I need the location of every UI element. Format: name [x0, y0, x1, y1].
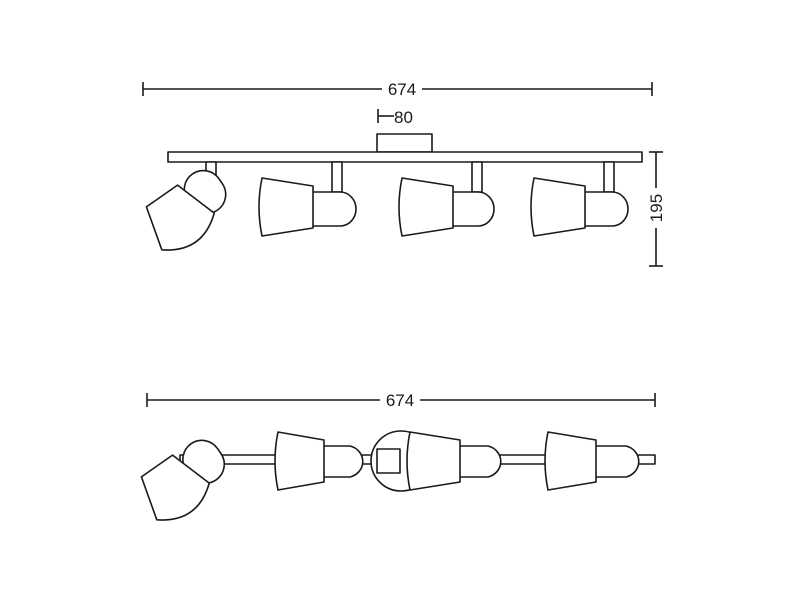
- mounting-bar: [167, 151, 643, 163]
- front-width-label: 674: [388, 80, 416, 99]
- top-view: 674: [140, 391, 656, 521]
- spotlight-3: [398, 161, 495, 237]
- top-width-dimension: 674: [146, 391, 656, 410]
- spotlight-4-top: [544, 431, 640, 491]
- spotlight-tilted: [145, 161, 227, 251]
- spotlight-2-top: [274, 431, 364, 491]
- spotlight-4: [530, 161, 629, 237]
- spotlight-3-top: [370, 430, 502, 492]
- ceiling-mount: [376, 133, 433, 153]
- spotlight-2: [258, 161, 357, 237]
- top-width-label: 674: [386, 391, 414, 410]
- spotlight-tilted-top: [140, 439, 226, 521]
- height-label: 195: [647, 194, 666, 222]
- height-dimension: 195: [647, 151, 666, 267]
- front-view: 674 80 195: [142, 80, 666, 267]
- front-width-dimension: 674: [142, 80, 653, 99]
- mount-width-dimension: 80: [377, 108, 413, 127]
- mount-width-label: 80: [394, 108, 413, 127]
